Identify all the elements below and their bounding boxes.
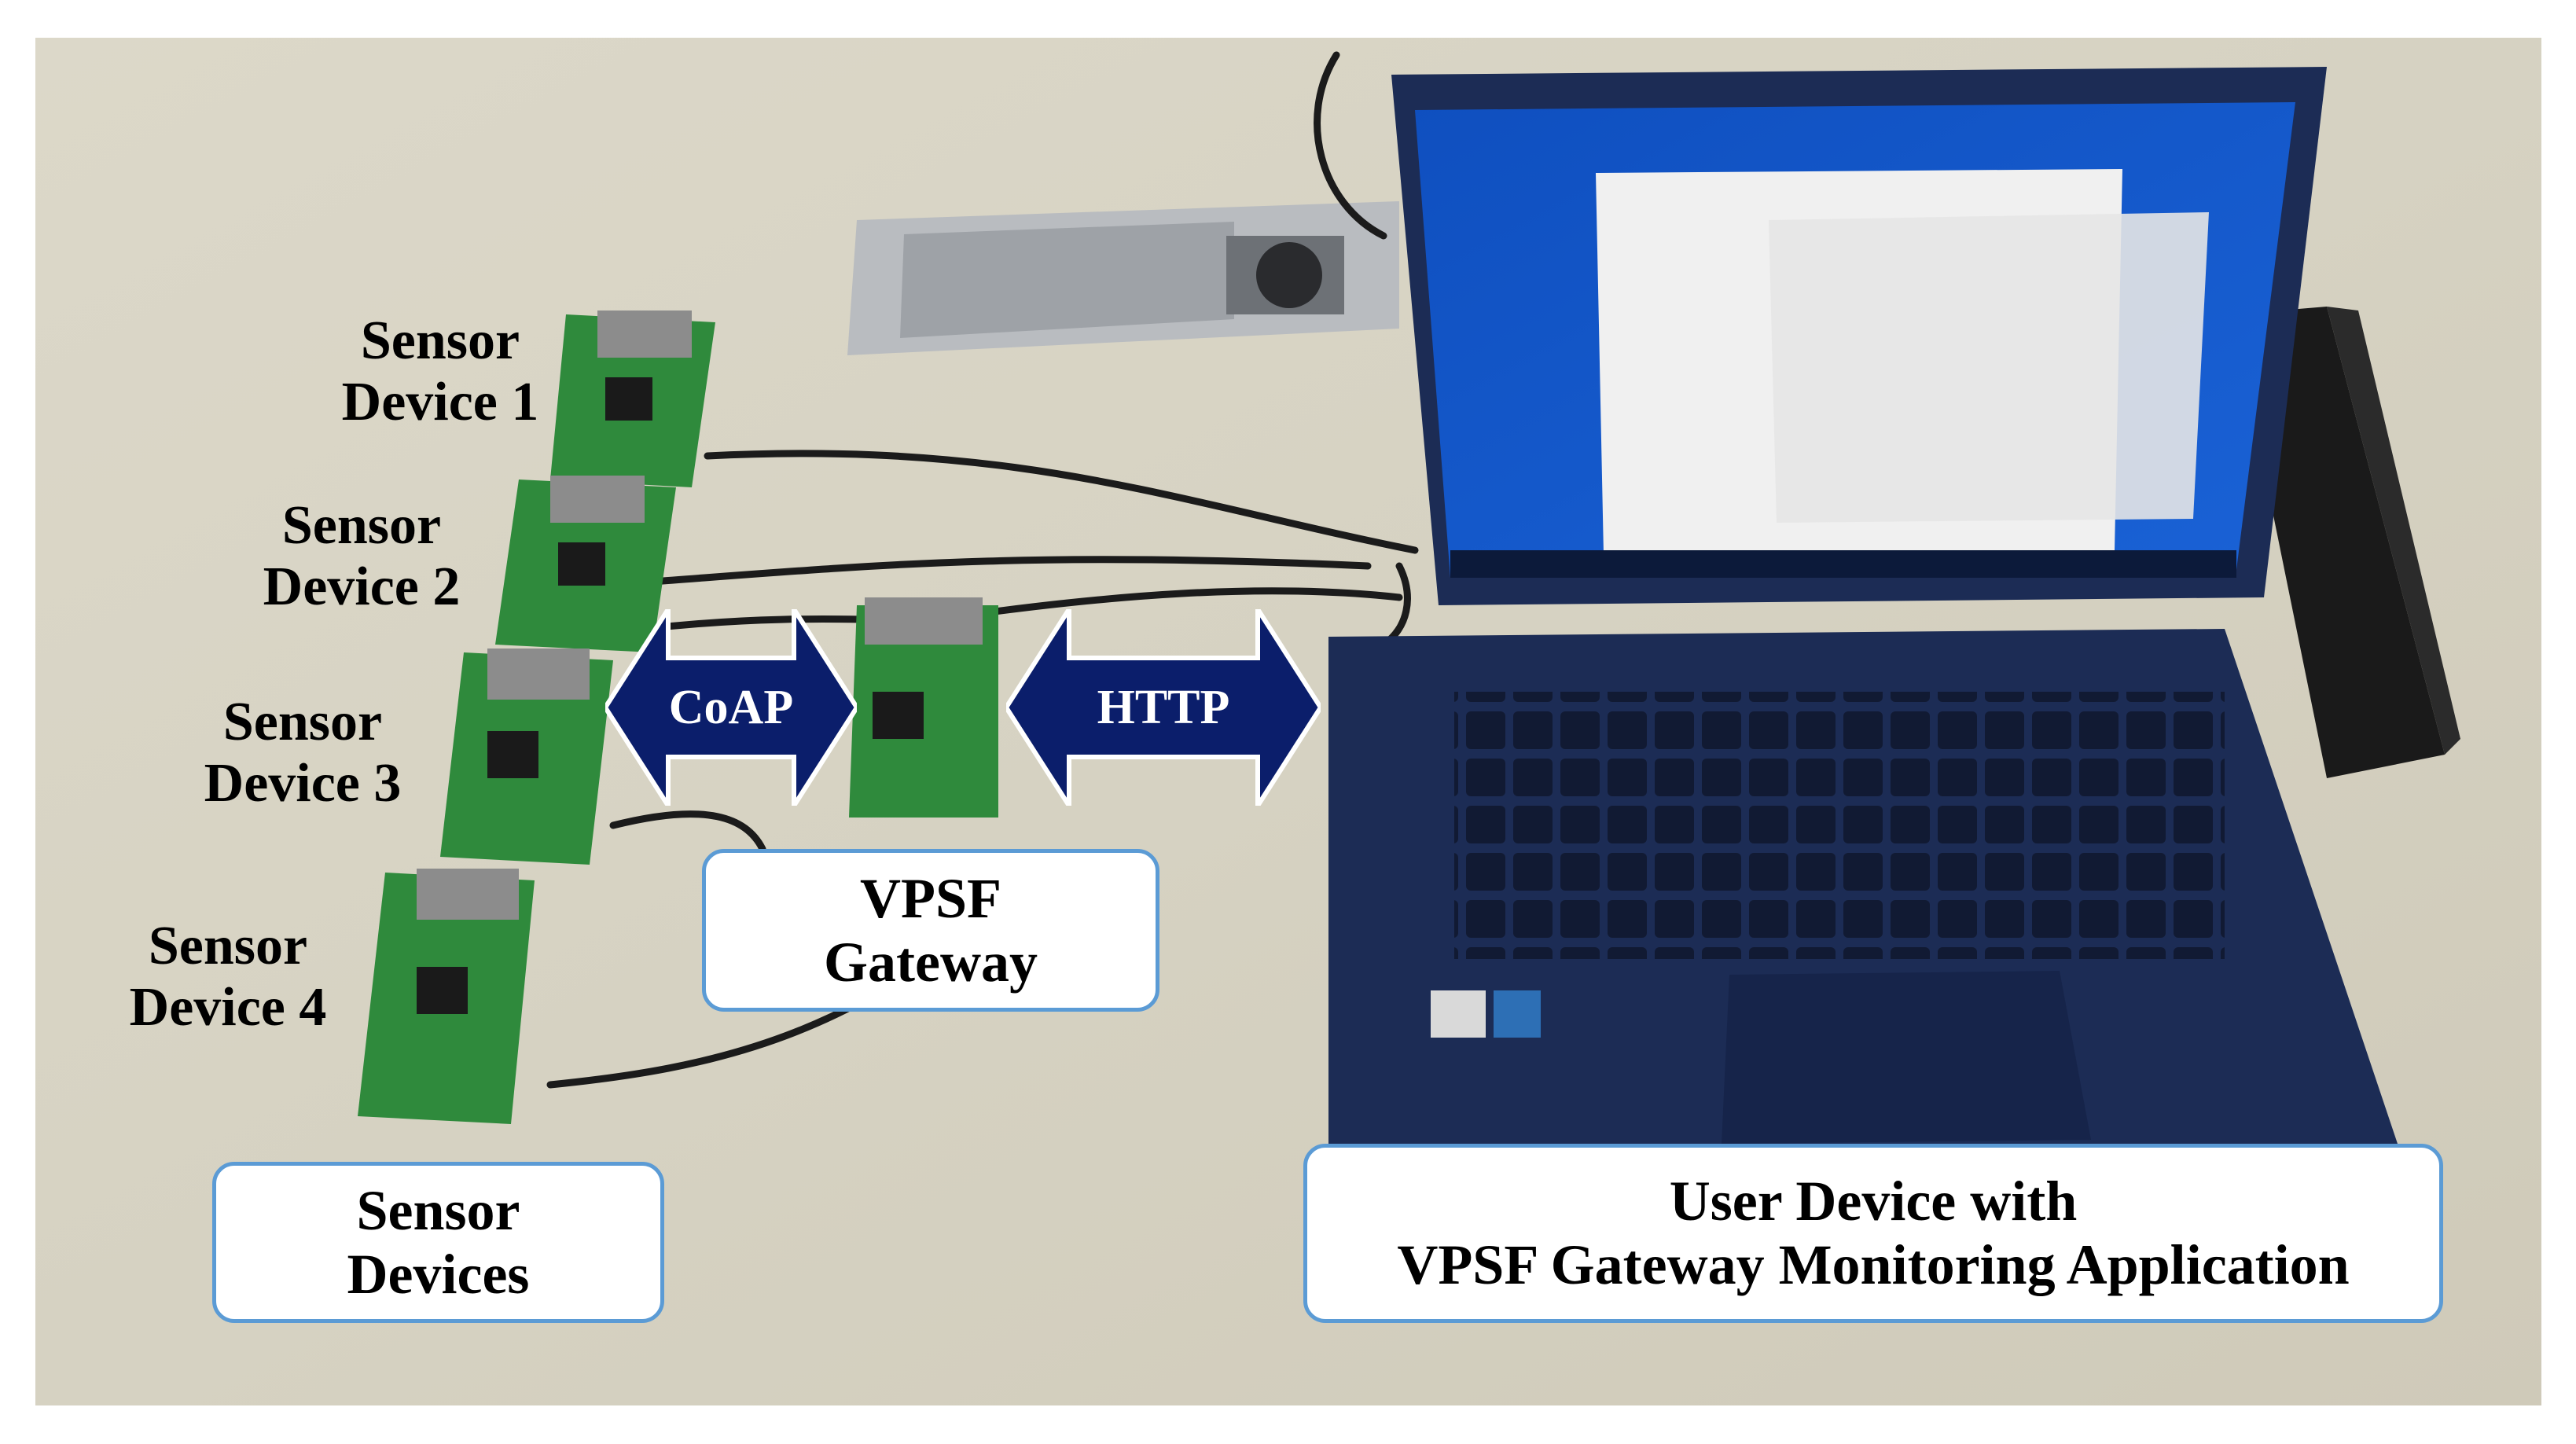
sensor-board-1 (550, 310, 715, 487)
sensor-devices-box: Sensor Devices (212, 1162, 664, 1323)
sensor-device-4-label: Sensor Device 4 (129, 916, 327, 1038)
sensor-device-1-label: Sensor Device 1 (341, 310, 539, 433)
usb-hub (2232, 307, 2460, 778)
user-device-box: User Device with VPSF Gateway Monitoring… (1303, 1144, 2443, 1323)
sensor-board-2 (495, 476, 676, 652)
laptop (1328, 67, 2398, 1148)
coap-arrow: CoAP (605, 609, 857, 806)
table-power-port (847, 201, 1399, 355)
http-arrow: HTTP (1006, 609, 1321, 806)
sensor-device-2-label: Sensor Device 2 (263, 495, 461, 618)
sensor-device-3-label: Sensor Device 3 (204, 692, 402, 814)
coap-label: CoAP (669, 681, 793, 734)
sensor-board-3 (440, 649, 613, 865)
gateway-box: VPSF Gateway (702, 849, 1159, 1012)
sensor-board-4 (358, 869, 535, 1124)
http-label: HTTP (1097, 681, 1230, 734)
gateway-board (849, 597, 998, 818)
